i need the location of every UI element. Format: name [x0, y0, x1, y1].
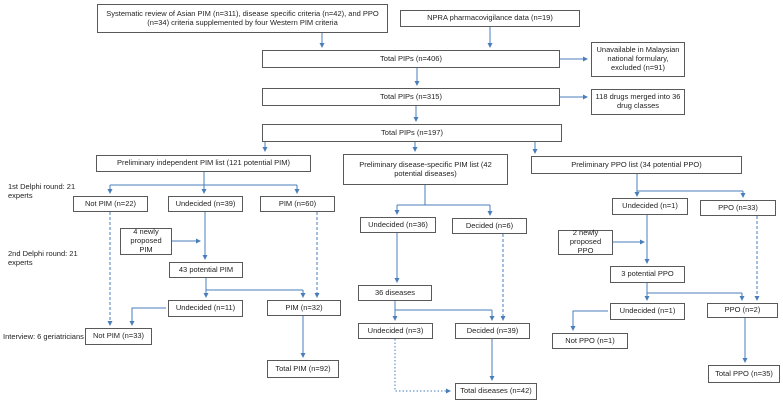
- flow-box-undecided-36: Undecided (n=36): [360, 217, 436, 233]
- flow-box-total-ppo-35: Total PPO (n=35): [708, 365, 780, 383]
- phase-label-delphi-round-2: 2nd Delphi round: 21 experts: [8, 249, 78, 268]
- flow-box-total-pips-406: Total PIPs (n=406): [262, 50, 560, 68]
- flow-box-undecided-1-round1: Undecided (n=1): [612, 198, 688, 215]
- flow-box-not-pim-22: Not PIM (n=22): [73, 196, 148, 212]
- flow-box-npra-data: NPRA pharmacovigilance data (n=19): [400, 10, 580, 27]
- phase-label-delphi-round-1: 1st Delphi round: 21 experts: [8, 182, 76, 201]
- flow-box-ppo-2: PPO (n=2): [707, 303, 778, 318]
- flow-box-pim-32: PIM (n=32): [267, 300, 341, 316]
- flow-box-preliminary-ppo-list: Preliminary PPO list (34 potential PPO): [531, 156, 742, 174]
- flow-box-total-pim-92: Total PIM (n=92): [267, 360, 339, 378]
- flow-box-total-pips-315: Total PIPs (n=315): [262, 88, 560, 106]
- flow-box-drugs-merged: 118 drugs merged into 36 drug classes: [591, 89, 685, 115]
- flow-box-not-ppo-1: Not PPO (n=1): [552, 333, 628, 349]
- flow-box-ppo-33: PPO (n=33): [700, 200, 776, 216]
- flow-box-4-newly-proposed-pim: 4 newly proposed PIM: [120, 227, 172, 255]
- flow-box-3-potential-ppo: 3 potential PPO: [610, 266, 685, 283]
- flow-box-total-diseases-42: Total diseases (n=42): [455, 383, 537, 400]
- flow-box-total-pips-197: Total PIPs (n=197): [262, 124, 562, 142]
- flow-box-43-potential-pim: 43 potential PIM: [169, 262, 243, 278]
- flow-box-decided-6: Decided (n=6): [452, 218, 527, 234]
- flow-box-undecided-39: Undecided (n=39): [168, 196, 243, 212]
- flow-box-not-pim-33: Not PIM (n=33): [85, 328, 152, 345]
- flow-box-unavailable-excluded: Unavailable in Malaysian national formul…: [591, 42, 685, 77]
- flow-box-pim-60: PIM (n=60): [260, 196, 335, 212]
- flow-box-preliminary-pim-list: Preliminary independent PIM list (121 po…: [96, 155, 311, 172]
- flow-box-undecided-1-round2: Undecided (n=1): [610, 303, 685, 320]
- flow-box-preliminary-disease-list: Preliminary disease-specific PIM list (4…: [343, 154, 508, 185]
- flow-box-36-diseases: 36 diseases: [358, 285, 432, 301]
- flow-box-undecided-11: Undecided (n=11): [168, 300, 243, 317]
- flow-box-undecided-3: Undecided (n=3): [358, 323, 433, 339]
- phase-label-interview: Interview: 6 geriatricians: [3, 332, 84, 341]
- flow-box-2-newly-proposed-ppo: 2 newly proposed PPO: [558, 228, 613, 255]
- flow-box-systematic-review: Systematic review of Asian PIM (n=311), …: [97, 4, 388, 33]
- flow-box-decided-39: Decided (n=39): [455, 323, 530, 339]
